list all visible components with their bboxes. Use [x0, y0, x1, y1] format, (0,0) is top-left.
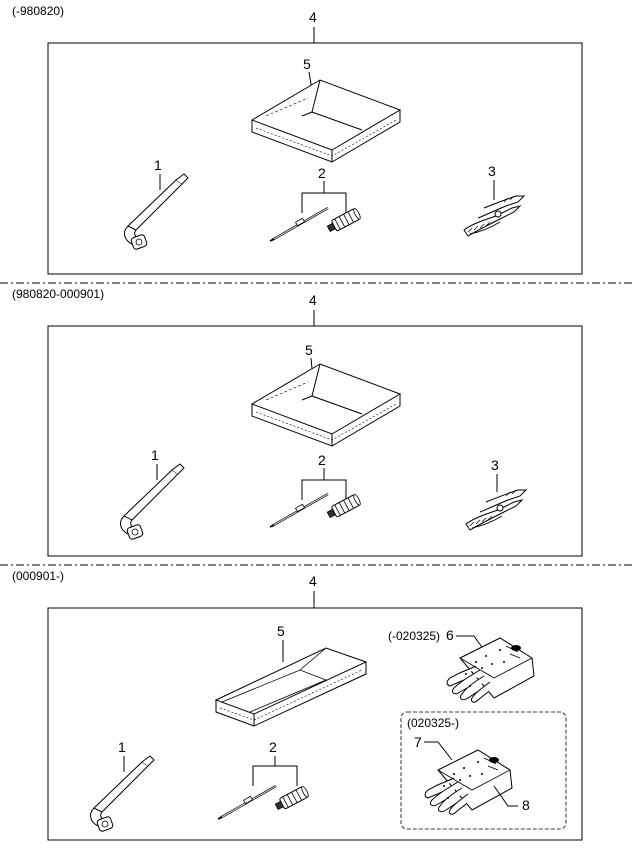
section-1-date-range: (-980820) [12, 4, 64, 18]
screwdriver-image [268, 206, 363, 243]
screwdriver-image [268, 492, 363, 529]
wrench-image [124, 173, 189, 251]
wrench-image [90, 755, 155, 833]
callout-wrench: 1 [151, 447, 159, 463]
screwdriver-image [216, 784, 311, 821]
pliers-image [465, 489, 527, 531]
section-2-date-range: (980820-000901) [12, 287, 104, 301]
callout-screwdriver: 2 [318, 452, 326, 468]
callout-wrench: 1 [154, 157, 162, 173]
callout-tool-bag: 5 [305, 342, 313, 358]
section-2-frame [47, 325, 583, 557]
wrench-image [120, 463, 185, 541]
leader-bracket [301, 181, 347, 213]
glove-b-image [424, 749, 513, 815]
leader-bracket [252, 756, 298, 786]
callout-tool-set: 4 [309, 9, 317, 25]
glove-a-date-range: (-020325) [388, 629, 440, 643]
callout-glove-b: 7 [414, 734, 422, 750]
callout-pliers: 3 [491, 457, 499, 473]
tool-bag-image [251, 79, 401, 163]
callout-glove-c: 8 [522, 797, 530, 813]
leader-line [424, 741, 453, 761]
section-2: (980820-000901) 4 5 1 2 3 [12, 287, 583, 557]
leader-bracket [301, 468, 347, 500]
pliers-image [463, 195, 525, 237]
tool-bag-image [215, 647, 367, 727]
section-1-frame [47, 42, 583, 275]
callout-tool-bag: 5 [303, 56, 311, 72]
callout-tool-bag: 5 [277, 623, 285, 639]
callout-tool-set: 4 [309, 292, 317, 308]
section-3-date-range: (000901-) [12, 569, 64, 583]
tool-bag-image [251, 363, 401, 447]
section-3-frame [47, 607, 583, 841]
callout-glove-a: 6 [446, 627, 454, 643]
section-3: (000901-) 4 5 (-020325) 6 (020325-) 7 8 … [12, 569, 583, 841]
leader-line [493, 785, 518, 807]
section-1: (-980820) 4 5 1 2 3 [12, 4, 583, 275]
glove-b-date-range: (020325-) [407, 716, 459, 730]
callout-screwdriver: 2 [269, 739, 277, 755]
callout-pliers: 3 [488, 163, 496, 179]
callout-wrench: 1 [118, 739, 126, 755]
glove-a-image [446, 637, 535, 703]
callout-tool-set: 4 [309, 573, 317, 589]
callout-screwdriver: 2 [318, 165, 326, 181]
